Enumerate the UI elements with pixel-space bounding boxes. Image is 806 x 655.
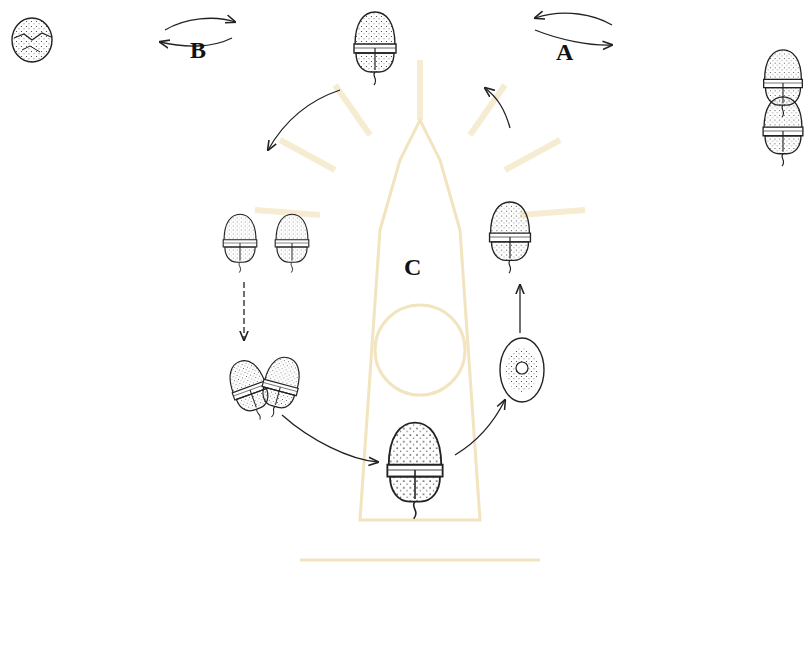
stage-label: C (404, 255, 421, 279)
motile-cell (354, 12, 396, 85)
gamete (275, 214, 309, 272)
watermark-emblem (300, 120, 540, 560)
cell-chain (763, 50, 803, 166)
stage-label: B (190, 38, 206, 62)
excysted-cell (490, 202, 531, 273)
gamete (223, 214, 257, 272)
hypnozygote (500, 338, 544, 402)
planozygote (387, 423, 442, 519)
watermark (255, 60, 585, 215)
stage-label: A (556, 40, 573, 64)
ecdysal-cyst (12, 18, 52, 62)
cycle-arrows (160, 13, 612, 462)
fusing-gametes (223, 353, 305, 425)
